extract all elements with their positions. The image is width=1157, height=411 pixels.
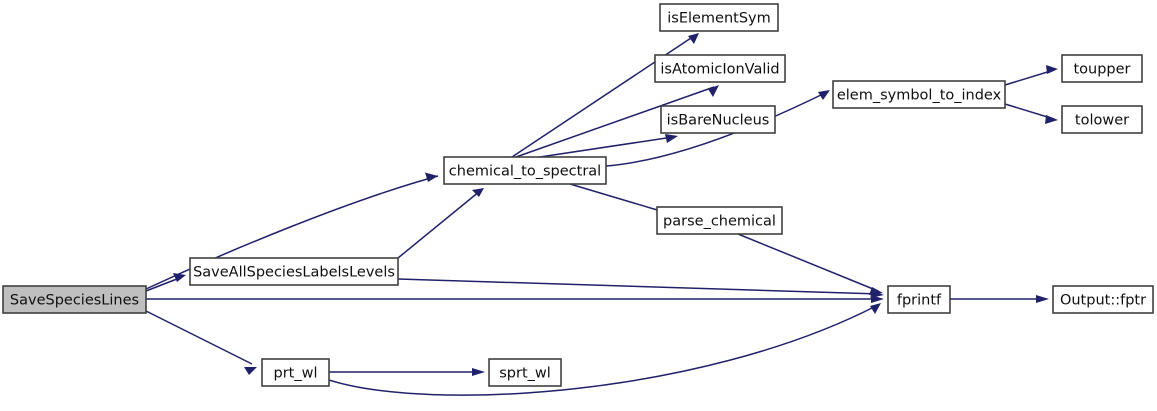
node-box[interactable]	[1061, 54, 1143, 83]
graph-node-fprintf[interactable]: fprintf	[887, 285, 951, 314]
call-edge-prt_wl-to-sprt_wl	[329, 368, 485, 376]
call-edge-elem_symbol_to_index-to-tolower	[1004, 103, 1058, 124]
node-box[interactable]	[887, 285, 951, 314]
node-box[interactable]	[659, 3, 779, 32]
graph-node-chemical_to_spectral[interactable]: chemical_to_spectral	[443, 156, 607, 185]
graph-node-parse_chemical[interactable]: parse_chemical	[656, 206, 783, 235]
arrowhead-icon	[1036, 295, 1049, 303]
arrowhead-icon	[870, 303, 881, 314]
graph-node-tolower[interactable]: tolower	[1061, 105, 1143, 134]
node-box[interactable]	[1061, 105, 1143, 134]
edge-line	[519, 136, 674, 161]
call-edge-save_all_species_labels_levels-to-chemical_to_spectral	[397, 188, 484, 259]
graph-node-toupper[interactable]: toupper	[1061, 54, 1143, 83]
call-edge-save_species_lines-to-prt_wl	[145, 310, 257, 375]
node-box[interactable]	[1052, 285, 1154, 314]
arrowhead-icon	[1045, 115, 1058, 124]
edge-line	[397, 278, 881, 295]
node-box[interactable]	[654, 54, 786, 83]
arrowhead-icon	[244, 367, 257, 375]
arrowhead-icon	[425, 172, 438, 182]
graph-node-elem_symbol_to_index[interactable]: elem_symbol_to_index	[832, 80, 1006, 109]
edge-line	[569, 183, 665, 213]
graph-node-is_bare_nucleus[interactable]: isBareNucleus	[660, 105, 776, 134]
node-box[interactable]	[2, 285, 147, 314]
edge-line	[737, 233, 879, 292]
graph-node-save_all_species_labels_levels[interactable]: SaveAllSpeciesLabelsLevels	[189, 257, 399, 286]
call-edge-chemical_to_spectral-to-is_atomic_ion_valid	[515, 85, 719, 158]
edge-line	[328, 305, 877, 396]
node-box[interactable]	[488, 358, 562, 387]
arrowhead-icon	[708, 85, 719, 97]
edge-line	[515, 86, 715, 158]
graph-node-output_fptr[interactable]: Output::fptr	[1052, 285, 1154, 314]
call-edge-chemical_to_spectral-to-parse_chemical	[569, 183, 669, 215]
edge-line	[605, 92, 826, 167]
call-edge-save_species_lines-to-fprintf	[146, 295, 884, 303]
edge-line	[145, 310, 253, 365]
arrowhead-icon	[173, 273, 186, 282]
edge-line	[145, 175, 439, 290]
arrowhead-icon	[472, 188, 484, 197]
arrowhead-icon	[472, 368, 485, 376]
arrowhead-icon	[1046, 65, 1058, 74]
arrowhead-icon	[688, 33, 699, 44]
call-edge-parse_chemical-to-fprintf	[737, 233, 883, 295]
call-edge-fprintf-to-output_fptr	[950, 295, 1049, 303]
call-edge-prt_wl-to-fprintf	[328, 303, 881, 396]
graph-node-is_element_sym[interactable]: isElementSym	[659, 3, 779, 32]
node-box[interactable]	[832, 80, 1006, 109]
nodes-layer: SaveSpeciesLines SaveAllSpeciesLabelsLeve…	[2, 3, 1154, 387]
arrowhead-icon	[869, 287, 883, 295]
arrowhead-icon	[665, 134, 678, 143]
arrowhead-icon	[818, 90, 830, 100]
call-edge-elem_symbol_to_index-to-toupper	[1004, 65, 1058, 86]
call-edge-chemical_to_spectral-to-elem_symbol_to_index	[605, 90, 830, 167]
node-box[interactable]	[660, 105, 776, 134]
edge-line	[397, 190, 481, 259]
call-edge-save_all_species_labels_levels-to-fprintf	[397, 278, 884, 298]
graph-node-save_species_lines[interactable]: SaveSpeciesLines	[2, 285, 147, 314]
graph-node-is_atomic_ion_valid[interactable]: isAtomicIonValid	[654, 54, 786, 83]
graph-node-sprt_wl[interactable]: sprt_wl	[488, 358, 562, 387]
node-box[interactable]	[261, 358, 330, 387]
graph-node-prt_wl[interactable]: prt_wl	[261, 358, 330, 387]
call-edge-save_species_lines-to-save_all_species_labels_levels	[145, 273, 186, 292]
node-box[interactable]	[189, 257, 399, 286]
node-box[interactable]	[443, 156, 607, 185]
node-box[interactable]	[656, 206, 783, 235]
call-edge-chemical_to_spectral-to-is_bare_nucleus	[519, 134, 678, 161]
edge-line	[1004, 69, 1055, 86]
call-edge-save_species_lines-to-chemical_to_spectral	[145, 172, 439, 290]
